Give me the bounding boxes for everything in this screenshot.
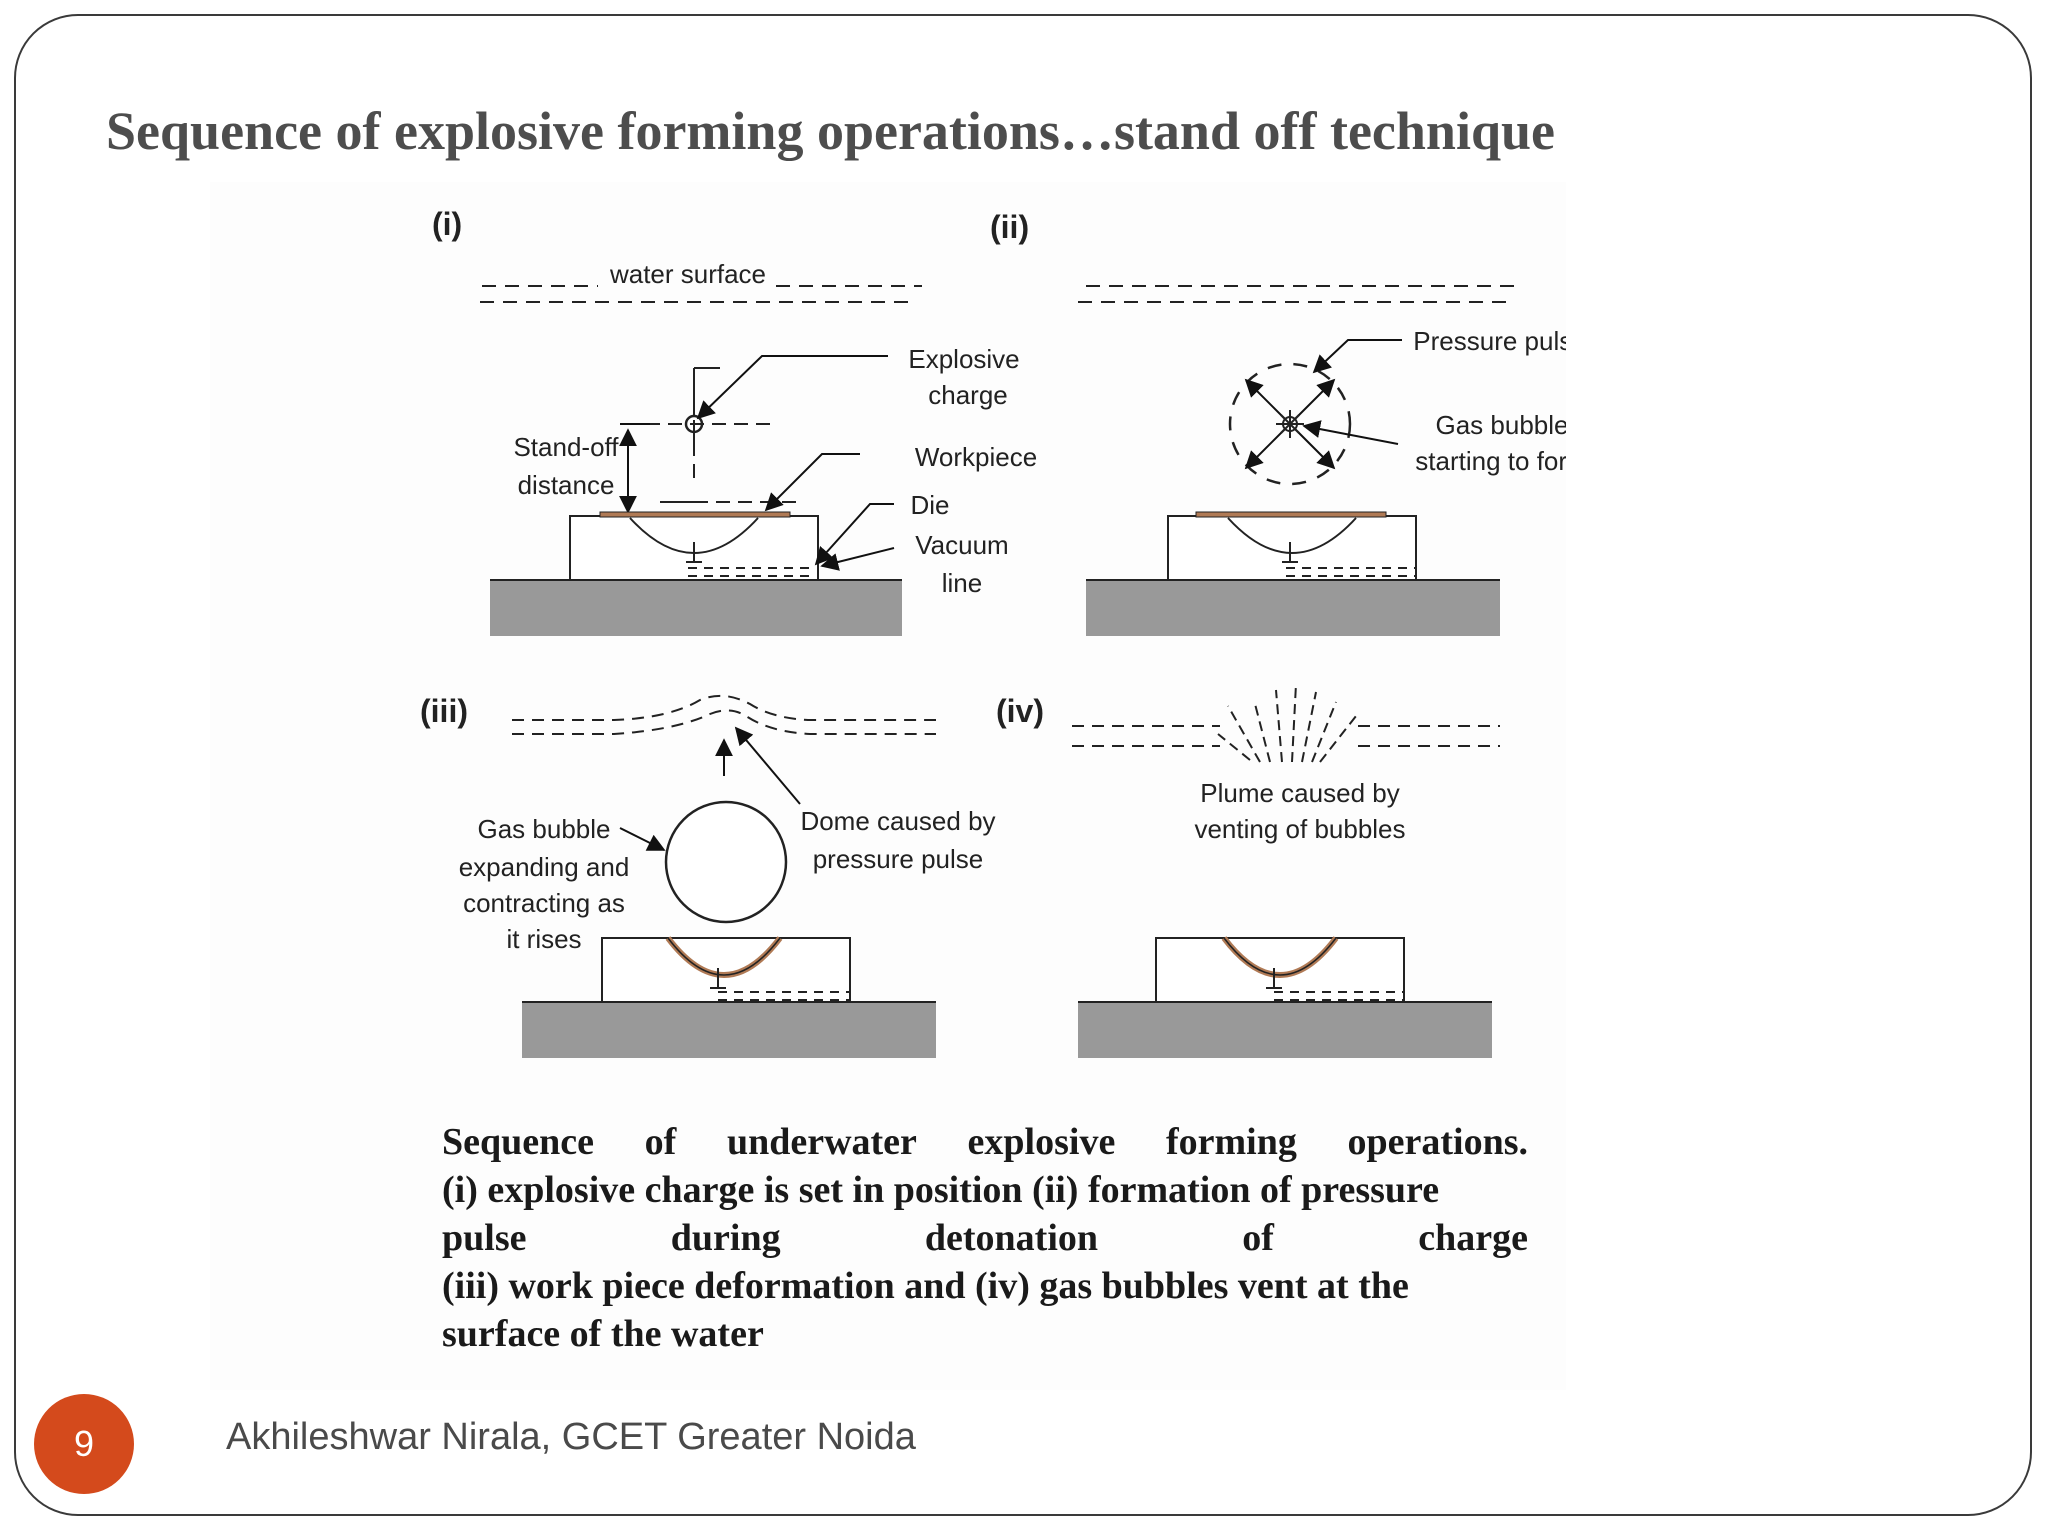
caption-word: explosive (967, 1121, 1116, 1163)
charge-label: charge (928, 380, 1008, 410)
charge-leader (696, 355, 888, 420)
diagram-svg: (i) water surface Stand-off distance Exp… (420, 206, 1566, 1058)
die-label: Die (910, 490, 949, 520)
gas-bubble-leader (619, 827, 666, 851)
charge-label: Explosive (908, 344, 1019, 374)
figure-caption: Sequence of underwater explosive forming… (442, 1118, 1528, 1358)
pressure-pulse-label: Pressure pulse (1413, 326, 1566, 356)
caption-word: underwater (726, 1121, 917, 1163)
workpiece-leader (764, 453, 860, 512)
gas-bubble-label: it rises (506, 924, 581, 954)
vacuum-leader (820, 547, 895, 571)
caption-word: pulse (442, 1217, 527, 1259)
ground (490, 580, 902, 636)
gas-bubble-spark (1276, 410, 1304, 438)
pressure-pulse-ring (1228, 362, 1352, 486)
plume-label: Plume caused by (1200, 778, 1399, 808)
panel-iv: (iv) Plume caused by venting of bubbles (996, 683, 1500, 1058)
vacuum-label: Vacuum (915, 530, 1008, 560)
die-cavity (1223, 937, 1337, 976)
caption-line: (iii) work piece deformation and (iv) ga… (442, 1265, 1409, 1307)
water-surface-dome (512, 694, 936, 721)
panel-label-ii: (ii) (990, 209, 1029, 245)
panel-label-iii: (iii) (420, 693, 468, 729)
gas-bubble-leader (1302, 420, 1399, 445)
workpiece-label: Workpiece (915, 442, 1037, 472)
standoff-label: Stand-off (513, 432, 619, 462)
gas-bubble-label: Gas bubble (1436, 410, 1566, 440)
caption-word: Sequence (442, 1121, 594, 1163)
water-surface-dome (512, 709, 936, 735)
explosive-forming-figure: (i) water surface Stand-off distance Exp… (210, 182, 1566, 1390)
workpiece (1195, 511, 1387, 518)
die-cavity (1227, 517, 1357, 554)
caption-word: detonation (924, 1217, 1099, 1259)
slide-title: Sequence of explosive forming operations… (106, 101, 1555, 161)
caption-word: charge (1418, 1217, 1528, 1259)
caption-line: surface of the water (442, 1313, 764, 1355)
caption-word: during (670, 1217, 781, 1259)
ground (1086, 580, 1500, 636)
caption-word: of (644, 1121, 677, 1163)
caption-line: (i) explosive charge is set in position … (442, 1169, 1440, 1211)
pressure-pulse-leader (1312, 339, 1402, 374)
workpiece (599, 511, 791, 518)
gas-bubble-label: contracting as (463, 888, 625, 918)
caption-word: of (1242, 1217, 1274, 1259)
water-surface-label: water surface (609, 259, 766, 289)
ground (1078, 1002, 1492, 1058)
die-cavity (667, 937, 781, 976)
dome-label: pressure pulse (813, 844, 984, 874)
gas-bubble-label: expanding and (459, 852, 630, 882)
standoff-label: distance (518, 470, 615, 500)
panel-i: (i) water surface Stand-off distance Exp… (432, 206, 1037, 636)
rising-gas-bubble (664, 800, 788, 924)
vacuum-label: line (942, 568, 982, 598)
caption-word: forming (1165, 1121, 1297, 1163)
panel-ii: (ii) Pressure pulse Gas bubble starting … (990, 209, 1566, 636)
gas-bubble-label: starting to form (1415, 446, 1566, 476)
panel-label-iv: (iv) (996, 693, 1044, 729)
caption-line: Sequence of underwater explosive forming… (442, 1118, 1528, 1166)
caption-word: operations. (1347, 1121, 1528, 1163)
ground (522, 1002, 936, 1058)
panel-label-i: (i) (432, 206, 462, 242)
caption-line: pulse during detonation of charge (442, 1214, 1528, 1262)
footer-author: Akhileshwar Nirala, GCET Greater Noida (226, 1416, 916, 1458)
dome-label: Dome caused by (800, 806, 995, 836)
plume-label: venting of bubbles (1194, 814, 1405, 844)
die-leader (814, 503, 894, 566)
page-number-badge: 9 (34, 1394, 134, 1494)
bubble-plume (1217, 683, 1357, 763)
dome-leader (734, 726, 801, 805)
gas-bubble-label: Gas bubble (478, 814, 611, 844)
panel-iii: (iii) Dome caused by pressure pulse Gas … (420, 693, 996, 1058)
